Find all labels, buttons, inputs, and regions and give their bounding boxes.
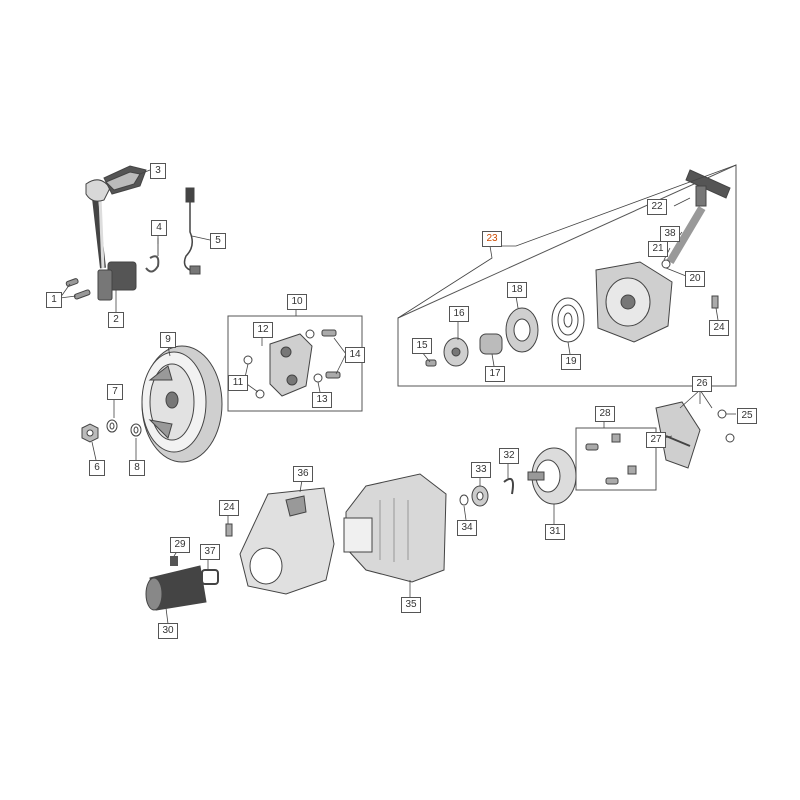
- group-frame-starter: [397, 164, 737, 387]
- callout-24-right: 24: [709, 320, 729, 336]
- callout-35: 35: [401, 597, 421, 613]
- pawl-plate: [269, 333, 313, 397]
- callout-24-left: 24: [219, 500, 239, 516]
- callout-5: 5: [210, 233, 226, 249]
- flywheel: [141, 345, 223, 463]
- bearing-33: [471, 485, 489, 507]
- bellow-30: [145, 565, 207, 611]
- washer-7: [106, 419, 118, 433]
- callout-36: 36: [293, 466, 313, 482]
- screws-1: [65, 278, 91, 300]
- callout-37: 37: [200, 544, 220, 560]
- callout-32: 32: [499, 448, 519, 464]
- callout-19: 19: [561, 354, 581, 370]
- screw-24a: [225, 523, 233, 537]
- callout-27: 27: [646, 432, 666, 448]
- spring-27: [665, 435, 691, 447]
- starter-handle-22: [685, 169, 731, 207]
- callout-11: 11: [228, 375, 248, 391]
- callout-13: 13: [312, 392, 332, 408]
- callout-1: 1: [46, 292, 62, 308]
- cover-36: [239, 487, 335, 595]
- pins-14: [321, 329, 341, 379]
- callout-20: 20: [685, 271, 705, 287]
- plug-cap: [103, 165, 147, 195]
- group-frame-10: [227, 315, 363, 412]
- washers-25: [717, 409, 735, 443]
- callout-12: 12: [253, 322, 273, 338]
- callout-9: 9: [160, 332, 176, 348]
- callout-31: 31: [545, 524, 565, 540]
- callout-14: 14: [345, 347, 365, 363]
- callout-28: 28: [595, 406, 615, 422]
- wire-clip-4: [145, 238, 160, 273]
- callout-25: 25: [737, 408, 757, 424]
- plug-29: [170, 556, 178, 566]
- clutch-26: [655, 401, 701, 469]
- callout-33: 33: [471, 462, 491, 478]
- callout-22: 22: [647, 199, 667, 215]
- callout-15: 15: [412, 338, 432, 354]
- callout-3: 3: [150, 163, 166, 179]
- screw-24b: [711, 295, 719, 309]
- callout-18: 18: [507, 282, 527, 298]
- ignition-coil: [85, 179, 137, 301]
- callout-2: 2: [108, 312, 124, 328]
- washer-34: [459, 494, 469, 506]
- callout-21: 21: [648, 241, 668, 257]
- nut-6: [81, 423, 99, 443]
- rope-guide-38: [666, 205, 706, 265]
- callout-29: 29: [170, 537, 190, 553]
- callout-38: 38: [660, 226, 680, 242]
- pulley-18: [505, 307, 539, 353]
- wire-5: [183, 187, 201, 275]
- callout-30: 30: [158, 623, 178, 639]
- rope-eye-21: [661, 259, 671, 269]
- group-frame-28: [575, 427, 657, 491]
- starter-housing-20: [595, 261, 673, 343]
- callout-23: 23: [482, 231, 502, 247]
- callout-17: 17: [485, 366, 505, 382]
- housing-35: [343, 473, 447, 583]
- clutch-drum-31: [527, 447, 577, 505]
- callout-10: 10: [287, 294, 307, 310]
- callout-6: 6: [89, 460, 105, 476]
- spring-17: [479, 333, 503, 355]
- circlip-32: [503, 478, 514, 495]
- callout-8: 8: [129, 460, 145, 476]
- screw-15: [425, 359, 437, 367]
- callout-16: 16: [449, 306, 469, 322]
- callout-7: 7: [107, 384, 123, 400]
- callout-34: 34: [457, 520, 477, 536]
- hub-16: [443, 337, 469, 367]
- gasket-37: [201, 569, 219, 585]
- screws-28: [585, 433, 637, 485]
- callout-4: 4: [151, 220, 167, 236]
- washer-8: [130, 423, 142, 437]
- callout-26: 26: [692, 376, 712, 392]
- spring-19: [551, 297, 585, 343]
